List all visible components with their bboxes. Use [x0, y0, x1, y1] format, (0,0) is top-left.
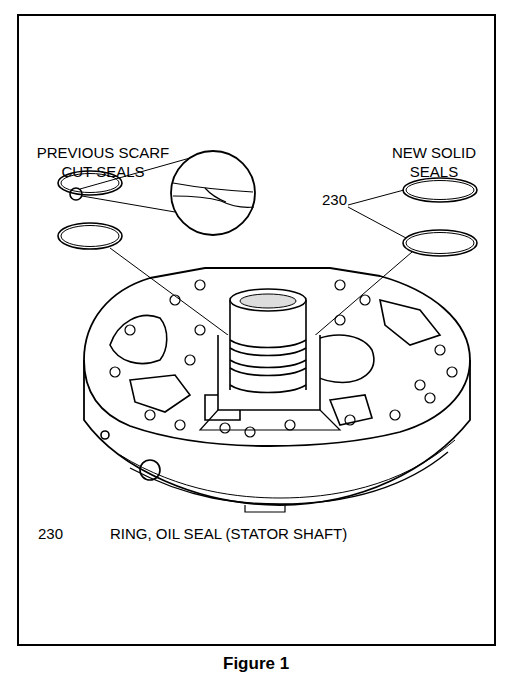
- bolt-hole: [345, 415, 355, 425]
- bolt-hole: [415, 380, 425, 390]
- bolt-hole: [220, 423, 230, 433]
- bolt-hole: [447, 367, 457, 377]
- bolt-hole: [195, 325, 205, 335]
- bolt-hole: [360, 295, 370, 305]
- bolt-hole: [390, 410, 400, 420]
- bolt-hole: [145, 410, 155, 420]
- bolt-hole: [125, 325, 135, 335]
- bolt-hole: [285, 420, 295, 430]
- bolt-hole: [335, 315, 345, 325]
- part-name: RING, OIL SEAL (STATOR SHAFT): [110, 524, 347, 543]
- callout-number: 230: [322, 190, 347, 209]
- bolt-hole: [170, 295, 180, 305]
- bolt-hole: [195, 280, 205, 290]
- bolt-hole: [185, 355, 195, 365]
- bolt-hole: [175, 420, 185, 430]
- seal-label: PREVIOUS SCARF CUT SEALS: [28, 143, 178, 181]
- figure-caption: Figure 1: [223, 654, 289, 673]
- bolt-hole: [110, 367, 120, 377]
- callout-number: 230: [38, 524, 63, 543]
- bolt-hole: [245, 427, 255, 437]
- bolt-hole: [335, 280, 345, 290]
- bolt-hole: [435, 345, 445, 355]
- seal-label: NEW SOLID SEALS: [375, 143, 493, 181]
- bolt-hole: [425, 393, 435, 403]
